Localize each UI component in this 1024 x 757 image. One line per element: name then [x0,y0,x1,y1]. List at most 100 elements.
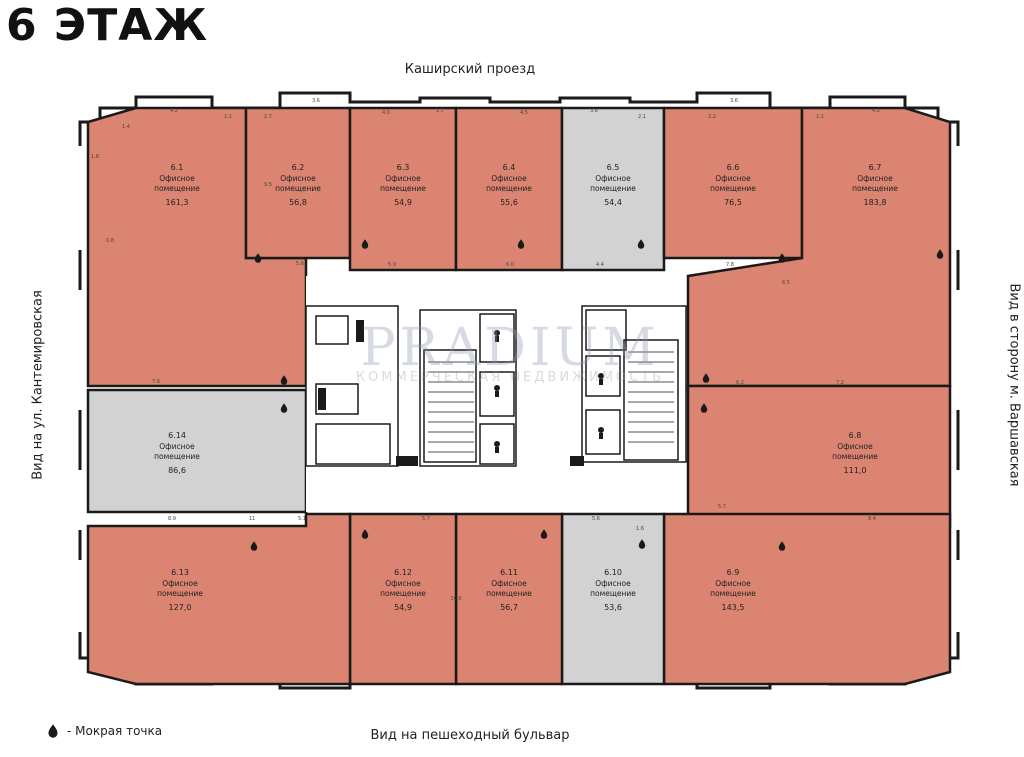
room-type: Офисное [162,579,198,588]
dimension-label: 8.9 [168,516,176,522]
room-type: Офисное [857,174,893,183]
room-shape [662,512,952,686]
room-type: помещение [486,589,532,598]
room-type: помещение [486,184,532,193]
room-number: 6.7 [869,163,882,172]
room-type: помещение [157,589,203,598]
room-shape [560,512,666,686]
water-drop-icon [361,529,369,539]
dimension-label: 5.6 [296,261,304,267]
water-drop-icon [700,403,708,413]
water-drop-icon [280,403,288,413]
water-drop-icon [936,249,944,259]
dimension-label: 4.2 [872,108,880,114]
room-number: 6.2 [292,163,305,172]
room-shape [86,512,352,686]
room-type: помещение [154,452,200,461]
dimension-label: 6.0 [506,262,514,268]
dimension-label: 7.6 [152,379,160,385]
dimension-label: 7.8 [726,262,734,268]
dimension-label: 2.1 [224,114,232,120]
dimension-label: 10.0 [450,596,461,602]
dimension-label: 1.6 [636,526,644,532]
room-area: 183,8 [864,198,887,207]
dimension-label: 1.8 [91,154,99,160]
dimension-label: 4.0 [382,110,390,116]
room-shape [244,106,352,260]
room-type: Офисное [595,579,631,588]
room-shape [86,388,308,514]
room-type: помещение [852,184,898,193]
room-type: Офисное [280,174,316,183]
room-area: 127,0 [169,603,192,612]
orientation-bottom-label: Вид на пешеходный бульвар [370,728,570,743]
room-type: Офисное [385,579,421,588]
room-type: Офисное [385,174,421,183]
room-area: 54,9 [394,603,412,612]
dimension-label: 8.4 [868,516,876,522]
room-number: 6.8 [849,431,862,440]
dimension-label: 1.7 [436,108,444,114]
room-type: Офисное [159,442,195,451]
dimension-label: 3.6 [590,108,598,114]
water-drop-icon [778,253,786,263]
dimension-label: 4.2 [170,108,178,114]
page-title: 6 ЭТАЖ [6,0,209,51]
dimension-label: 2.1 [638,114,646,120]
dimension-label: 4.5 [520,110,528,116]
room-number: 6.3 [397,163,410,172]
room-type: помещение [380,184,426,193]
water-drop-icon [250,541,258,551]
room-area: 143,5 [722,603,745,612]
room-type: помещение [710,589,756,598]
dimension-label: 5.9 [388,262,396,268]
dimension-label: 0.8 [106,238,114,244]
wet-points [250,239,944,551]
dimension-label: 9.5 [264,182,272,188]
room-type: Офисное [715,579,751,588]
water-drop-icon [637,239,645,249]
room-area: 53,6 [604,603,622,612]
dimension-label: 4.4 [596,262,604,268]
water-drop-icon [638,539,646,549]
room-number: 6.11 [500,568,518,577]
room-number: 6.12 [394,568,412,577]
water-drop-icon [280,375,288,385]
room-type: помещение [710,184,756,193]
room-number: 6.14 [168,431,186,440]
room-area: 54,4 [604,198,622,207]
room-type: помещение [832,452,878,461]
toilet-icons [494,330,604,453]
water-drop-icon [361,239,369,249]
room-shape [454,512,564,686]
dimension-label: 2.1 [816,114,824,120]
room-number: 6.5 [607,163,620,172]
water-drop-icon [48,724,58,738]
room-number: 6.9 [727,568,740,577]
room-area: 55,6 [500,198,518,207]
dimension-label: 5.1 [298,516,306,522]
dimension-label: 1.4 [122,124,130,130]
dimension-label: 2.7 [264,114,272,120]
dimension-label: 6.5 [782,280,790,286]
room-type: помещение [590,589,636,598]
room-number: 6.4 [503,163,516,172]
dimension-label: 5.6 [592,516,600,522]
legend: - Мокрая точка [45,722,162,740]
room-area: 54,9 [394,198,412,207]
room-number: 6.13 [171,568,189,577]
room-number: 6.6 [727,163,740,172]
room-type: Офисное [595,174,631,183]
